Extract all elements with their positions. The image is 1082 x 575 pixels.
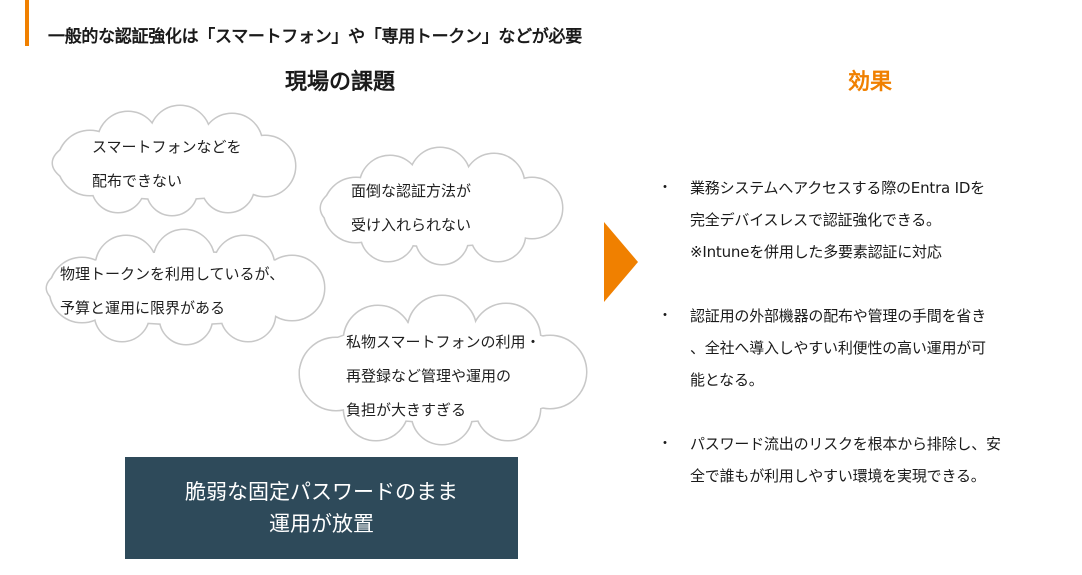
- problem-line: 脆弱な固定パスワードのまま: [185, 480, 458, 504]
- effect-line: パスワード流出のリスクを根本から排除し、安: [690, 435, 1001, 453]
- bullet-icon: ・: [658, 308, 672, 324]
- bullet-icon: ・: [658, 180, 672, 196]
- effect-line: 認証用の外部機器の配布や管理の手間を省き: [690, 307, 987, 325]
- bullet-icon: ・: [658, 436, 672, 452]
- cloud-text-line: スマートフォンなどを: [92, 138, 242, 156]
- cloud-text-line: 再登録など管理や運用の: [346, 367, 512, 385]
- right-column-title: 効果: [847, 70, 892, 95]
- effect-line: 、全社へ導入しやすい利便性の高い運用が可: [690, 339, 986, 357]
- cloud-issue-2: 面倒な認証方法が 受け入れられない: [308, 146, 570, 266]
- effects-list: ・ 業務システムへアクセスする際のEntra IDを 完全デバイスレスで認証強化…: [658, 172, 1068, 524]
- cloud-issue-3: 物理トークンを利用しているが、 予算と運用に限界がある: [34, 228, 336, 346]
- cloud-text-line: 負担が大きすぎる: [346, 401, 467, 419]
- header-text: 一般的な認証強化は「スマートフォン」や「専用トークン」などが必要: [48, 27, 582, 47]
- cloud-text-line: 配布できない: [92, 172, 183, 190]
- cloud-text-line: 受け入れられない: [351, 216, 472, 234]
- effect-line: 能となる。: [690, 371, 764, 389]
- cloud-shape: [319, 146, 564, 266]
- problem-line: 運用が放置: [269, 512, 374, 536]
- cloud-issue-4: 私物スマートフォンの利用・ 再登録など管理や運用の 負担が大きすぎる: [286, 294, 598, 446]
- effect-line: 業務システムへアクセスする際のEntra IDを: [690, 179, 985, 197]
- cloud-issue-1: スマートフォンなどを 配布できない: [40, 104, 302, 217]
- header-accent-bar: [25, 0, 29, 46]
- cloud-shape: [298, 294, 588, 446]
- cloud-text-line: 面倒な認証方法が: [351, 182, 472, 200]
- effect-line: 全で誰もが利用しやすい環境を実現できる。: [690, 467, 986, 485]
- cloud-text-line: 予算と運用に限界がある: [60, 299, 226, 317]
- effect-line: ※Intuneを併用した多要素認証に対応: [690, 243, 942, 261]
- chevron-right-icon: [604, 222, 638, 306]
- effect-item: ・ パスワード流出のリスクを根本から排除し、安 全で誰もが利用しやすい環境を実現…: [658, 428, 1068, 492]
- cloud-text-line: 私物スマートフォンの利用・: [346, 333, 541, 351]
- cloud-shape: [51, 104, 297, 217]
- cloud-shape: [45, 228, 326, 346]
- effect-item: ・ 認証用の外部機器の配布や管理の手間を省き 、全社へ導入しやすい利便性の高い運…: [658, 300, 1068, 396]
- left-column-title: 現場の課題: [284, 70, 395, 95]
- problem-box: 脆弱な固定パスワードのまま 運用が放置: [125, 457, 518, 559]
- effect-line: 完全デバイスレスで認証強化できる。: [690, 211, 941, 229]
- effect-item: ・ 業務システムへアクセスする際のEntra IDを 完全デバイスレスで認証強化…: [658, 172, 1068, 268]
- cloud-text-line: 物理トークンを利用しているが、: [60, 265, 285, 283]
